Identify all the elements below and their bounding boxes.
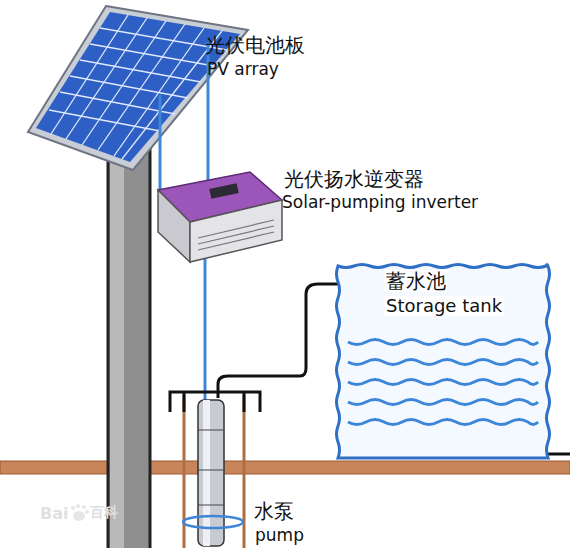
tank-label: 蓄水池 bbox=[384, 270, 448, 292]
pump-body bbox=[198, 400, 224, 546]
panel-frame bbox=[28, 6, 248, 170]
part-label: 光伏电池板 bbox=[205, 34, 305, 56]
inverter-fins bbox=[198, 220, 274, 250]
storage-tank: 蓄水池 Storage tank bbox=[334, 260, 552, 462]
tank-label: Storage tank bbox=[384, 296, 504, 316]
water-wave bbox=[348, 360, 538, 365]
part-label: Solar-pumping inverter bbox=[282, 193, 478, 212]
pump-highlight bbox=[203, 400, 210, 546]
tank-wall bbox=[337, 265, 550, 459]
pump-rings bbox=[198, 430, 224, 505]
inverter-side bbox=[158, 190, 190, 262]
watermark: 百科 bbox=[90, 505, 118, 520]
part-label: 光伏扬水逆变器 bbox=[284, 168, 424, 190]
pole bbox=[108, 120, 150, 548]
pole-highlight bbox=[110, 120, 124, 548]
water-wave bbox=[348, 400, 538, 405]
ground-band bbox=[0, 461, 570, 474]
well-casing bbox=[184, 395, 244, 548]
water-wave bbox=[348, 420, 538, 425]
inverter-display bbox=[209, 183, 238, 199]
water-wave bbox=[348, 380, 538, 385]
panel-grid bbox=[49, 15, 227, 159]
outlet-pipe bbox=[548, 453, 570, 456]
part-label: pump bbox=[255, 526, 304, 545]
watermark-paw bbox=[71, 504, 89, 521]
inverter-front bbox=[190, 200, 282, 262]
part-label: PV array bbox=[207, 60, 279, 79]
water-wave bbox=[348, 340, 538, 345]
watermark: Bai bbox=[40, 505, 68, 523]
part-label: 水泵 bbox=[254, 500, 294, 522]
water-level-ring bbox=[183, 516, 243, 528]
